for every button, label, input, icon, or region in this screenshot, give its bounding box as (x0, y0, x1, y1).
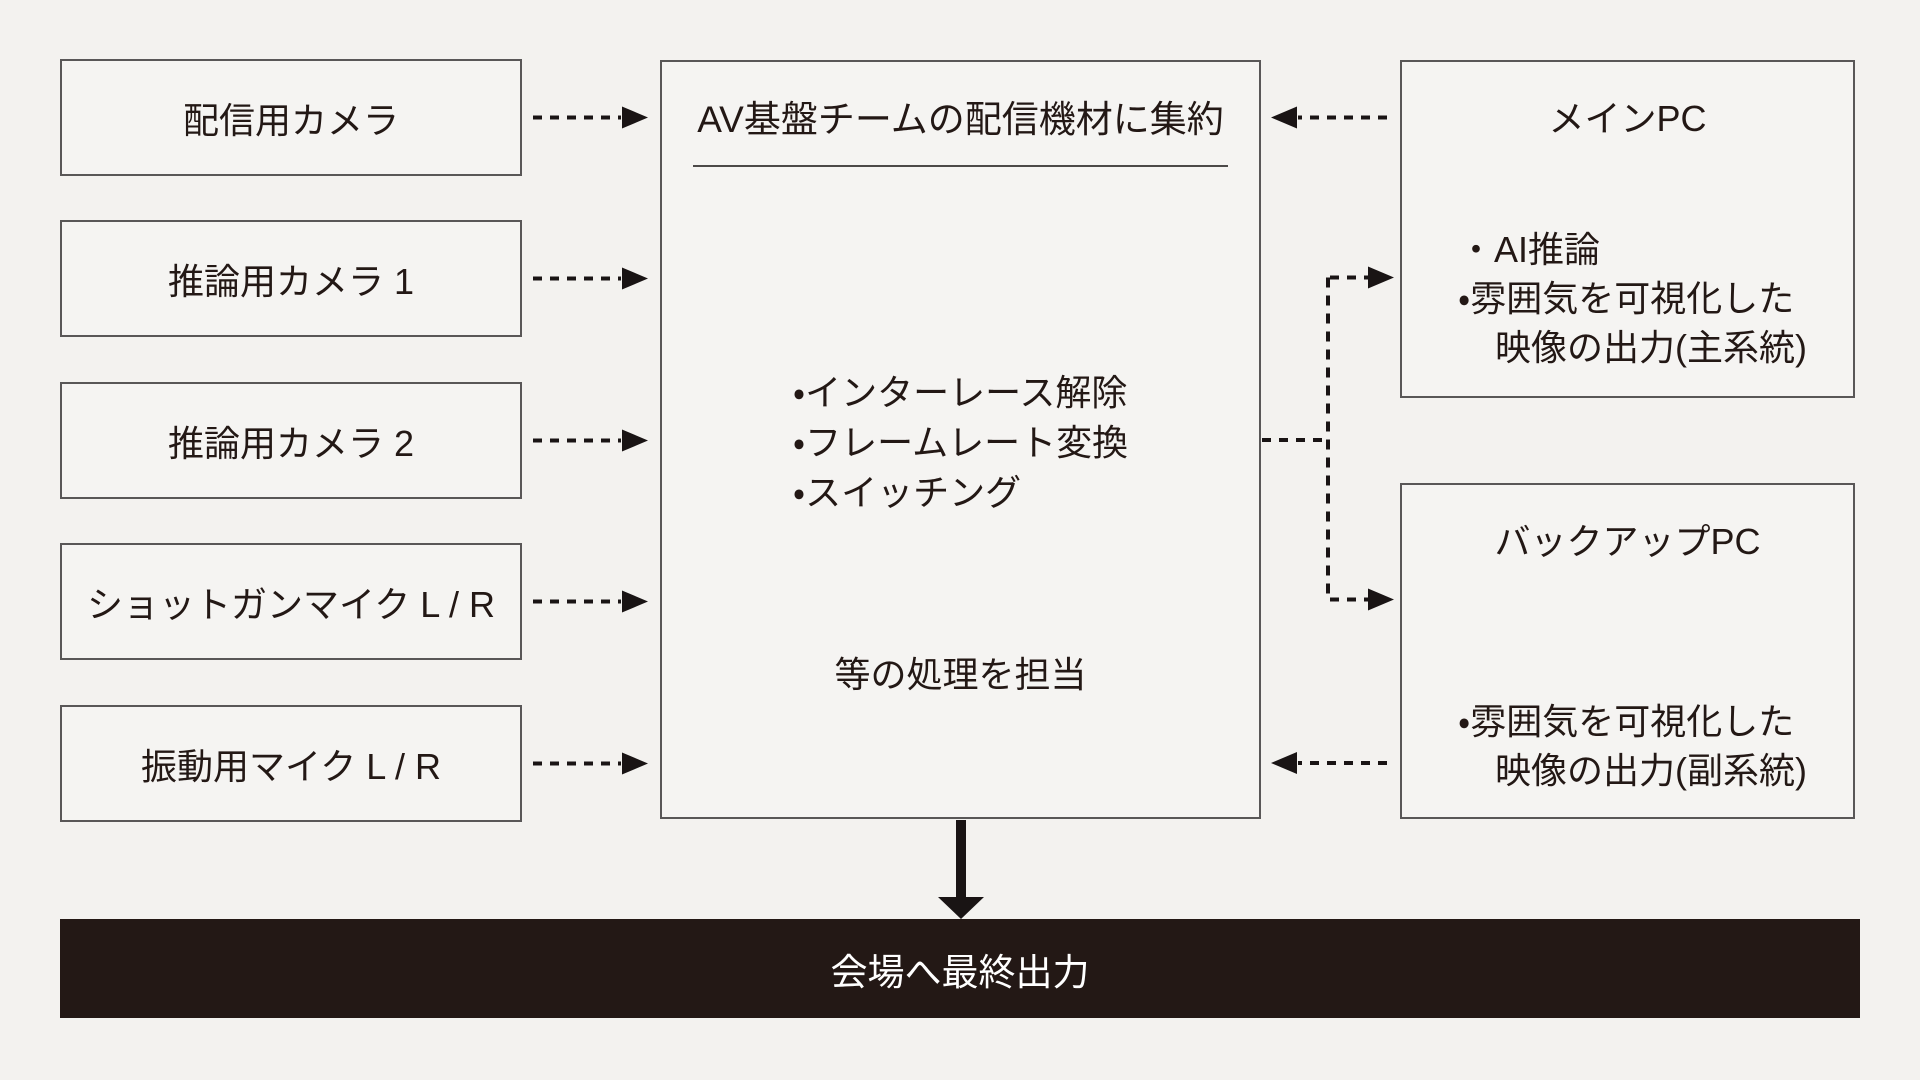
main-pc-title: メインPC (1548, 98, 1707, 139)
main-pc-box: メインPC ・AI推論 ・雰囲気を可視化した 映像の出力(主系統) (1400, 60, 1855, 398)
arrow-streaming-camera-to-hub (533, 106, 648, 129)
hub-process-item-switching: ・スイッチング (792, 472, 1022, 513)
backup-pc-title: バックアップPC (1494, 521, 1761, 562)
source-box-inference-camera-1: 推論用カメラ 1 (60, 220, 522, 337)
backup-pc-task-visualize: ・雰囲気を可視化した (1458, 701, 1795, 742)
hub-title: AV基盤チームの配信機材に集約 (693, 95, 1228, 167)
arrow-inference-camera-1-to-hub (533, 267, 648, 290)
main-pc-task-list: ・AI推論 ・雰囲気を可視化した 映像の出力(主系統) (1458, 225, 1843, 372)
source-box-shotgun-mic: ショットガンマイク L / R (60, 543, 522, 660)
connector-hub-to-pcs (1262, 266, 1394, 611)
backup-pc-task-list: ・雰囲気を可視化した 映像の出力(副系統) (1458, 697, 1843, 795)
hub-box-av-team: AV基盤チームの配信機材に集約 ・インターレース解除 ・フレームレート変換 ・ス… (660, 60, 1261, 819)
arrow-vibration-mic-to-hub (533, 752, 648, 775)
venue-output-bar: 会場へ最終出力 (60, 919, 1860, 1018)
main-pc-task-ai-inference: ・AI推論 (1458, 229, 1601, 270)
hub-footer-note: 等の処理を担当 (834, 654, 1087, 695)
hub-process-list: ・インターレース解除 ・フレームレート変換 ・スイッチング (793, 368, 1128, 518)
main-pc-task-visualize-cont: 映像の出力(主系統) (1495, 327, 1807, 368)
source-box-vibration-mic-label: 振動用マイク L / R (141, 745, 441, 787)
hub-process-item-framerate: ・フレームレート変換 (792, 422, 1129, 463)
hub-title-wrap: AV基盤チームの配信機材に集約 (662, 95, 1259, 167)
venue-output-bar-label: 会場へ最終出力 (830, 951, 1090, 993)
arrow-main-pc-to-hub (1271, 106, 1387, 129)
arrow-inference-camera-2-to-hub (533, 429, 648, 452)
source-box-inference-camera-1-label: 推論用カメラ 1 (167, 260, 415, 302)
source-box-shotgun-mic-label: ショットガンマイク L / R (87, 583, 495, 625)
source-box-inference-camera-2-label: 推論用カメラ 2 (167, 422, 415, 464)
arrow-shotgun-mic-to-hub (533, 590, 648, 613)
source-box-inference-camera-2: 推論用カメラ 2 (60, 382, 522, 499)
main-pc-task-visualize: ・雰囲気を可視化した (1458, 278, 1795, 319)
source-box-streaming-camera: 配信用カメラ (60, 59, 522, 176)
backup-pc-task-visualize-cont: 映像の出力(副系統) (1495, 750, 1807, 791)
source-box-streaming-camera-label: 配信用カメラ (182, 99, 399, 141)
arrow-backup-pc-to-hub (1271, 752, 1387, 774)
hub-process-item-deinterlace: ・インターレース解除 (792, 372, 1128, 413)
source-box-vibration-mic: 振動用マイク L / R (60, 705, 522, 822)
backup-pc-box: バックアップPC ・雰囲気を可視化した 映像の出力(副系統) (1400, 483, 1855, 819)
arrow-hub-to-venue-output (938, 820, 984, 919)
